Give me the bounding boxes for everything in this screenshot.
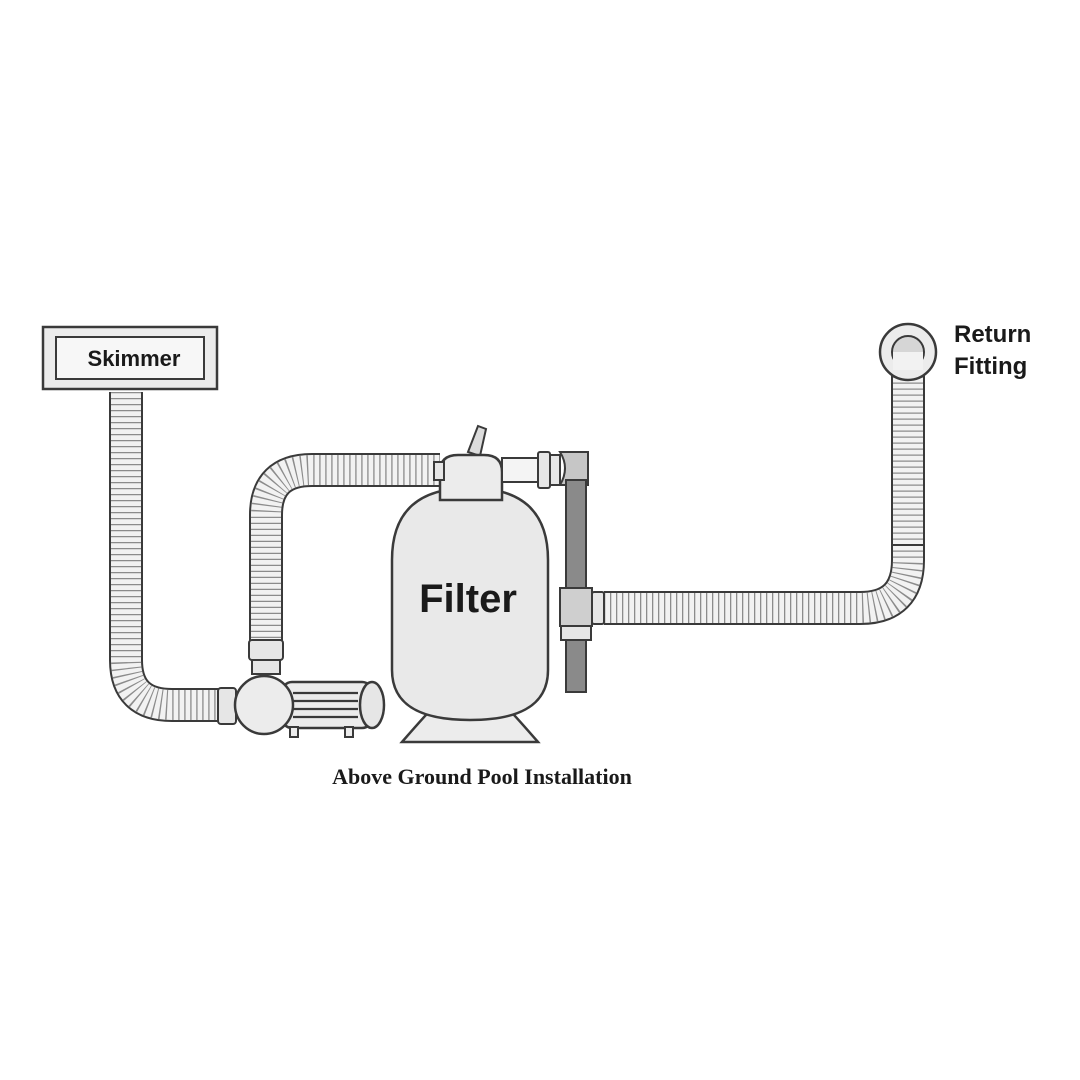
- pvc-tee-assembly: [558, 451, 605, 693]
- sand-filter-tank-icon: Filter: [390, 486, 550, 744]
- pump-to-filter-hose: [249, 453, 440, 650]
- skimmer-to-pump-hose: [109, 392, 226, 722]
- return-fitting-icon: [878, 322, 938, 382]
- skimmer-label: Skimmer: [88, 346, 181, 371]
- return-label-line2: Fitting: [954, 353, 1027, 380]
- return-label-line1: Return: [954, 321, 1031, 348]
- pool-pump-icon: [217, 639, 386, 738]
- diagram-caption: Above Ground Pool Installation: [332, 764, 632, 789]
- filter-label: Filter: [419, 577, 517, 621]
- filter-to-return-hose: [604, 362, 925, 625]
- skimmer-box-icon: Skimmer: [41, 325, 219, 391]
- multiport-valve-icon: [433, 424, 561, 502]
